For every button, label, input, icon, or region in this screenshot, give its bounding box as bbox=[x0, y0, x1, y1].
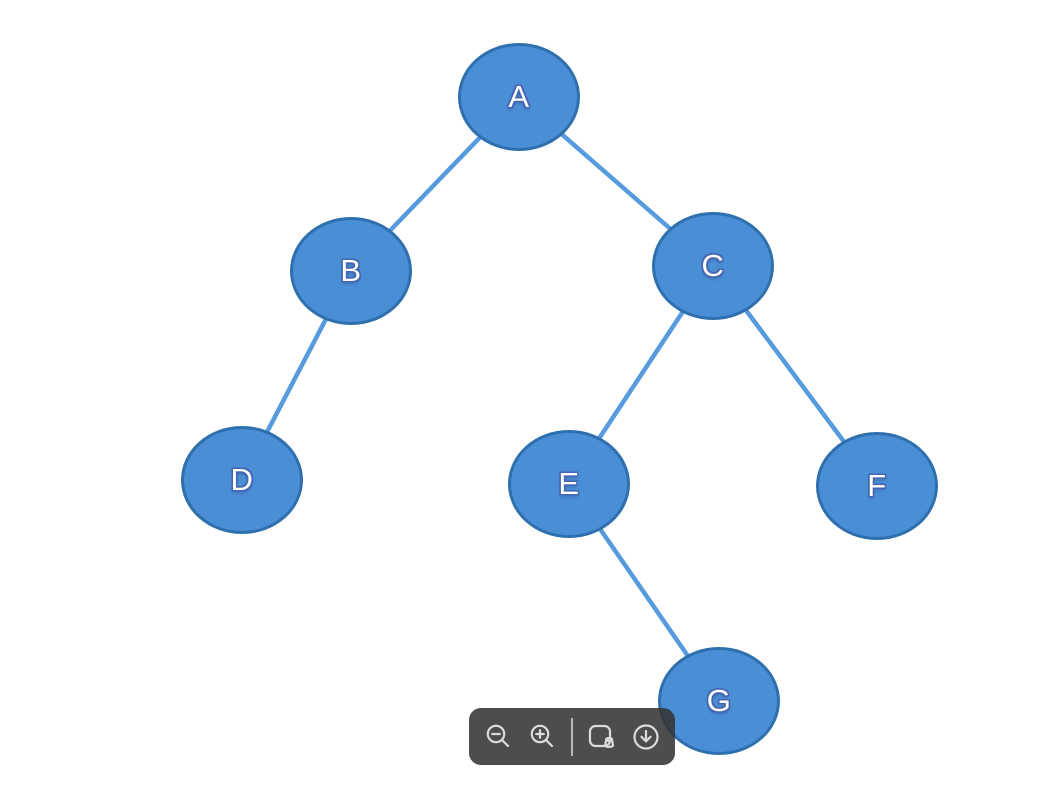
zoom-in-icon bbox=[527, 722, 557, 752]
zoom-out-icon bbox=[483, 722, 513, 752]
node-label: B bbox=[340, 253, 362, 288]
node-label: E bbox=[558, 466, 580, 501]
tree-node-g: G bbox=[658, 647, 780, 755]
download-button[interactable] bbox=[626, 715, 666, 759]
toolbar-separator bbox=[571, 717, 573, 756]
zoom-in-button[interactable] bbox=[522, 715, 562, 759]
zoom-out-button[interactable] bbox=[478, 715, 518, 759]
node-label: D bbox=[230, 462, 254, 497]
tree-node-b: B bbox=[290, 217, 412, 325]
tree-node-f: F bbox=[816, 432, 938, 540]
tree-node-c: C bbox=[652, 212, 774, 320]
snapshot-icon bbox=[586, 721, 618, 753]
snapshot-button[interactable] bbox=[582, 715, 622, 759]
node-label: C bbox=[701, 248, 725, 283]
image-viewer-toolbar bbox=[469, 708, 675, 765]
tree-node-e: E bbox=[508, 430, 630, 538]
download-icon bbox=[630, 721, 662, 753]
tree-node-d: D bbox=[181, 426, 303, 534]
node-label: G bbox=[706, 683, 732, 718]
node-label: F bbox=[867, 468, 887, 503]
tree-node-a: A bbox=[458, 43, 580, 151]
node-label: A bbox=[508, 79, 530, 114]
